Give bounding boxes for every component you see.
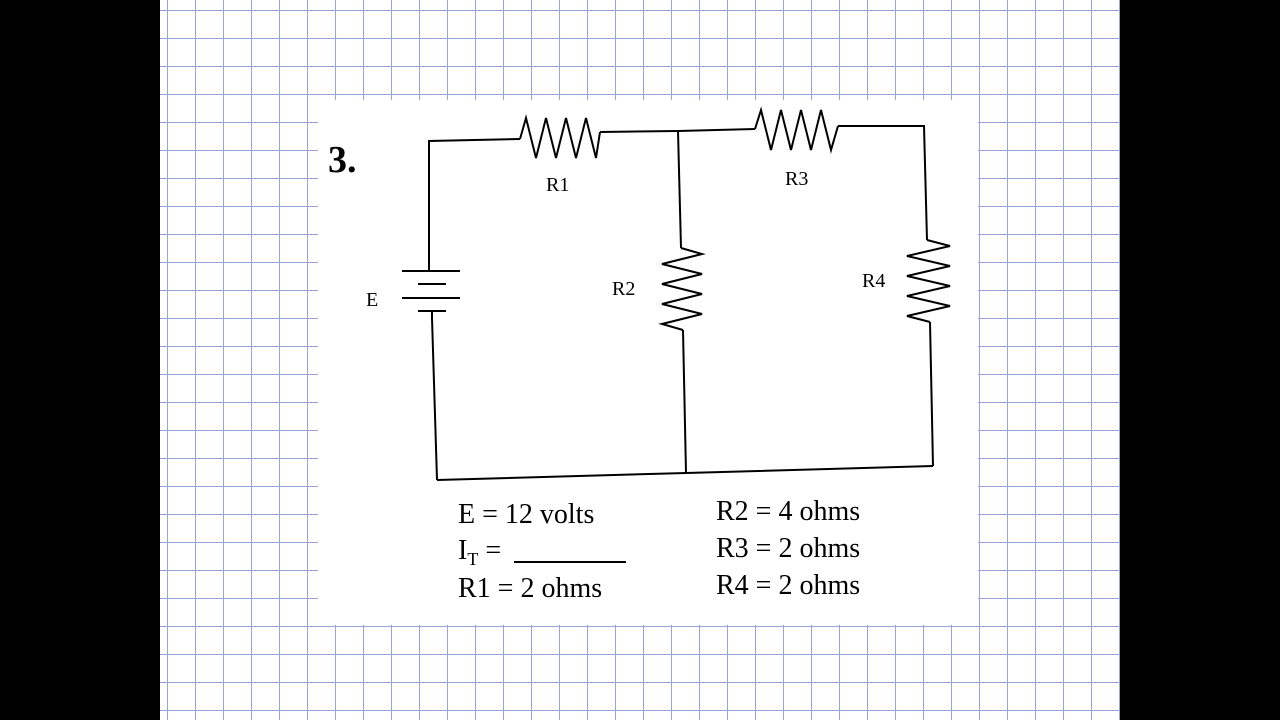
wire-left-top <box>428 138 521 270</box>
wire-top-right <box>677 128 756 132</box>
given-r2: R2 = 4 ohms <box>716 496 861 527</box>
given-e: E = 12 volts <box>458 499 595 530</box>
problem-number: 3. <box>328 139 357 181</box>
resistor-r4 <box>906 239 951 323</box>
total-current-equals: = <box>478 535 509 566</box>
battery-e <box>402 270 460 318</box>
resistor-r3 <box>754 106 839 154</box>
total-current-subscript: T <box>467 549 479 569</box>
label-e: E <box>366 289 379 311</box>
label-r2: R2 <box>612 278 636 300</box>
given-total-current: IT = <box>458 535 627 570</box>
wire-top-corner <box>838 125 928 241</box>
label-r4: R4 <box>862 270 886 292</box>
wire-left-bottom <box>431 317 438 481</box>
wire-top-mid <box>599 130 679 133</box>
given-r4: R4 = 2 ohms <box>716 570 861 601</box>
answer-blank <box>514 535 627 563</box>
wire-mid-bottom <box>682 329 687 474</box>
wire-right-bottom <box>929 321 934 467</box>
total-current-symbol: I <box>458 535 468 566</box>
label-r3: R3 <box>785 168 809 190</box>
given-r3: R3 = 2 ohms <box>716 533 861 564</box>
resistor-r1 <box>519 114 601 159</box>
wire-mid-top <box>677 130 682 249</box>
resistor-r2 <box>658 247 706 331</box>
label-r1: R1 <box>546 174 570 196</box>
given-r1: R1 = 2 ohms <box>458 573 603 604</box>
